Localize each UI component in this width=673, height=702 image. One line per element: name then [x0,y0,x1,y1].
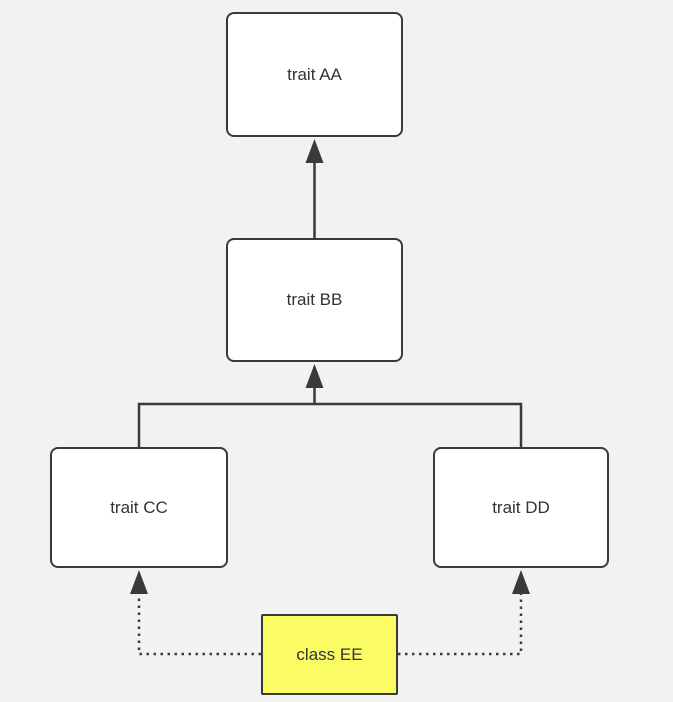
node-trait-cc-label: trait CC [110,497,168,517]
node-class-ee[interactable]: class EE [261,614,398,695]
branch-cc-dd-line [137,402,523,447]
edge-bb-aa-arrowhead [305,139,324,163]
node-trait-bb[interactable]: trait BB [226,238,403,362]
edge-ee-cc-dotted-line [137,592,261,656]
edge-ee-dd-dotted-line [398,592,523,656]
edge-ee-dd-arrowhead [512,570,530,594]
node-trait-bb-label: trait BB [286,290,343,309]
edge-ee-cc-arrowhead [130,570,148,594]
node-trait-aa-label: trait AA [287,64,342,84]
edge-branch-bb-arrowhead [305,364,324,388]
node-trait-aa[interactable]: trait AA [226,12,403,137]
node-trait-dd-label: trait DD [492,497,550,517]
node-trait-cc[interactable]: trait CC [50,447,228,568]
node-trait-dd[interactable]: trait DD [433,447,609,568]
node-class-ee-label: class EE [296,644,363,664]
